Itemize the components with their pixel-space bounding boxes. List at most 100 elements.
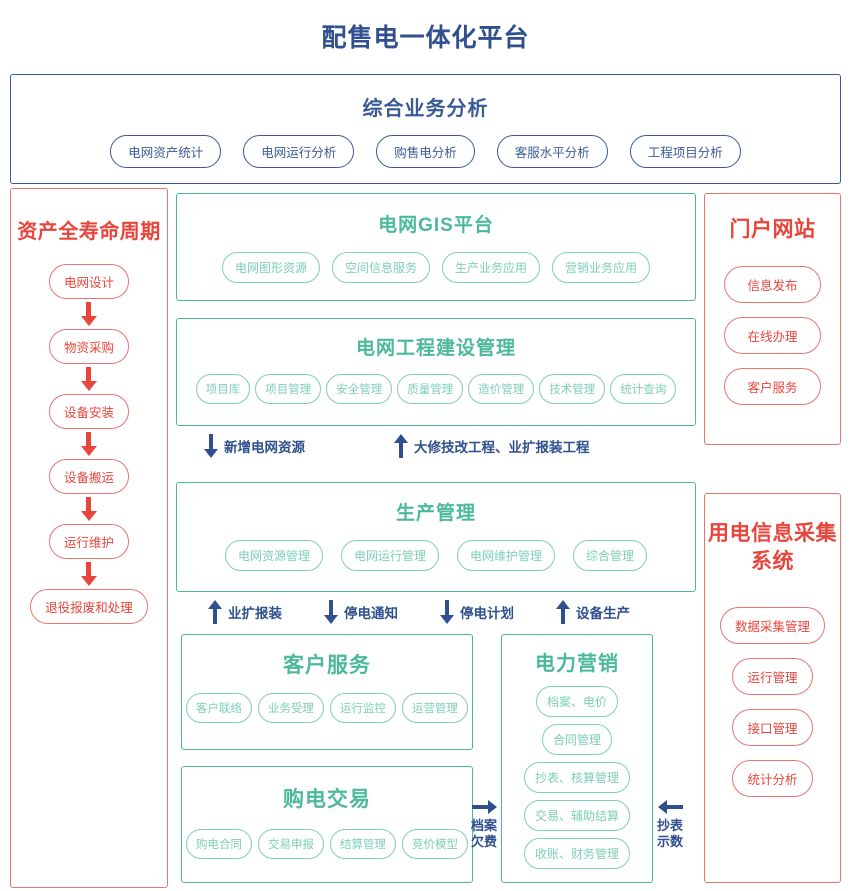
right-column: 门户网站 信息发布 在线办理 客户服务 用电信息采集系统 数据采集管理 运行管理… (704, 188, 841, 888)
flow-arrow-overhaul-project: 大修技改工程、业扩报装工程 (394, 434, 590, 458)
construction-pill[interactable]: 项目库 (195, 374, 251, 404)
power-purchase-pill[interactable]: 交易申报 (258, 829, 324, 859)
production-management-panel: 生产管理 电网资源管理 电网运行管理 电网维护管理 综合管理 (176, 482, 696, 592)
lifecycle-step[interactable]: 设备搬运 (48, 459, 129, 494)
gis-pill-row: 电网图形资源 空间信息服务 生产业务应用 营销业务应用 (221, 252, 651, 283)
gis-pill[interactable]: 生产业务应用 (442, 252, 541, 283)
analysis-pill[interactable]: 购售电分析 (376, 135, 475, 168)
collection-pill[interactable]: 统计分析 (732, 759, 813, 797)
construction-pill[interactable]: 技术管理 (539, 374, 606, 404)
power-marketing-pill[interactable]: 档案、电价 (535, 686, 618, 717)
construction-pill[interactable]: 安全管理 (326, 374, 393, 404)
flow-arrow-archive-arrears: 档案 欠费 (471, 800, 497, 851)
lifecycle-step[interactable]: 运行维护 (48, 524, 129, 559)
asset-lifecycle-heading: 资产全寿命周期 (17, 221, 161, 243)
construction-pill[interactable]: 质量管理 (397, 374, 464, 404)
flow-arrow-label: 停电计划 (460, 606, 514, 621)
arrow-down-icon (324, 600, 338, 624)
production-pill[interactable]: 电网资源管理 (224, 540, 323, 571)
gis-platform-panel: 电网GIS平台 电网图形资源 空间信息服务 生产业务应用 营销业务应用 (176, 193, 696, 301)
flow-arrow-business-expansion: 业扩报装 (208, 600, 282, 624)
construction-management-title: 电网工程建设管理 (355, 338, 516, 359)
arrow-up-icon (394, 434, 408, 458)
production-management-title: 生产管理 (395, 503, 476, 524)
lifecycle-step[interactable]: 电网设计 (48, 264, 129, 299)
customer-service-title: 客户服务 (283, 654, 371, 677)
flow-arrow-label: 新增电网资源 (224, 440, 305, 455)
analysis-pill[interactable]: 工程项目分析 (629, 135, 741, 168)
lifecycle-step[interactable]: 退役报废和处理 (30, 589, 148, 624)
gis-platform-title: 电网GIS平台 (378, 215, 494, 236)
analysis-pill[interactable]: 电网资产统计 (110, 135, 222, 168)
flow-arrow-label: 停电通知 (344, 606, 398, 621)
construction-management-panel: 电网工程建设管理 项目库 项目管理 安全管理 质量管理 造价管理 技术管理 统计… (176, 318, 696, 426)
middle-column: 电网GIS平台 电网图形资源 空间信息服务 生产业务应用 营销业务应用 电网工程… (176, 188, 696, 888)
portal-pill[interactable]: 信息发布 (724, 266, 821, 304)
analysis-panel-title: 综合业务分析 (362, 98, 489, 120)
power-purchase-pill[interactable]: 结算管理 (330, 829, 396, 859)
portal-pill-list: 信息发布 在线办理 客户服务 (724, 266, 821, 406)
lifecycle-step[interactable]: 物资采购 (48, 329, 129, 364)
construction-pill[interactable]: 造价管理 (468, 374, 535, 404)
gis-pill[interactable]: 电网图形资源 (221, 252, 320, 283)
arrow-down-icon (80, 432, 97, 456)
power-purchase-pill[interactable]: 竞价模型 (402, 829, 468, 859)
flow-arrow-meter-reading: 抄表 示数 (657, 800, 683, 851)
flow-arrow-label: 设备生产 (576, 606, 630, 621)
power-info-collection-heading: 用电信息采集系统 (708, 522, 837, 574)
collection-pill[interactable]: 接口管理 (732, 708, 813, 746)
power-info-collection-panel: 用电信息采集系统 数据采集管理 运行管理 接口管理 统计分析 (704, 493, 841, 883)
power-marketing-pill[interactable]: 收账、财务管理 (523, 838, 630, 869)
production-pill[interactable]: 电网运行管理 (340, 540, 439, 571)
flow-arrow-outage-notice: 停电通知 (324, 600, 398, 624)
power-marketing-pill[interactable]: 交易、辅助结算 (523, 800, 630, 831)
analysis-pill[interactable]: 客服水平分析 (496, 135, 608, 168)
collection-pill[interactable]: 运行管理 (732, 657, 813, 695)
arrow-down-icon (80, 367, 97, 391)
gis-pill[interactable]: 营销业务应用 (552, 252, 651, 283)
arrow-up-icon (556, 600, 570, 624)
power-marketing-panel: 电力营销 档案、电价 合同管理 抄表、核算管理 交易、辅助结算 收账、财务管理 (501, 634, 653, 883)
arrow-down-icon (80, 562, 97, 586)
customer-service-pill-row: 客户联络 业务受理 运行监控 运营管理 (186, 693, 468, 723)
power-marketing-pill[interactable]: 合同管理 (541, 724, 612, 755)
production-pill-row: 电网资源管理 电网运行管理 电网维护管理 综合管理 (224, 540, 648, 571)
flow-arrow-label: 档案 欠费 (471, 818, 498, 850)
arrow-down-icon (440, 600, 454, 624)
production-pill[interactable]: 电网维护管理 (457, 540, 556, 571)
construction-pill-row: 项目库 项目管理 安全管理 质量管理 造价管理 技术管理 统计查询 (195, 374, 677, 404)
diagram-body: 资产全寿命周期 电网设计 物资采购 设备安装 设备搬运 运行维护 退役报废和处理… (0, 188, 851, 888)
power-purchase-pill[interactable]: 购电合同 (186, 829, 252, 859)
production-pill[interactable]: 综合管理 (573, 540, 648, 571)
collection-pill-list: 数据采集管理 运行管理 接口管理 统计分析 (719, 606, 825, 797)
lifecycle-step[interactable]: 设备安装 (48, 394, 129, 429)
lifecycle-flow: 电网设计 物资采购 设备安装 设备搬运 运行维护 退役报废和处理 (30, 264, 148, 624)
flow-arrow-label: 大修技改工程、业扩报装工程 (414, 440, 590, 455)
construction-pill[interactable]: 统计查询 (610, 374, 677, 404)
construction-pill[interactable]: 项目管理 (255, 374, 322, 404)
asset-lifecycle-panel: 资产全寿命周期 电网设计 物资采购 设备安装 设备搬运 运行维护 退役报废和处理 (10, 188, 168, 888)
analysis-pill[interactable]: 电网运行分析 (243, 135, 355, 168)
customer-service-pill[interactable]: 客户联络 (186, 693, 252, 723)
portal-pill[interactable]: 客户服务 (724, 368, 821, 406)
power-purchase-panel: 购电交易 购电合同 交易申报 结算管理 竞价模型 (181, 766, 473, 883)
power-marketing-title: 电力营销 (535, 653, 619, 675)
gis-pill[interactable]: 空间信息服务 (331, 252, 430, 283)
flow-arrow-label: 业扩报装 (228, 606, 282, 621)
arrow-down-icon (204, 434, 218, 458)
portal-website-panel: 门户网站 信息发布 在线办理 客户服务 (704, 193, 841, 445)
arrow-left-icon (657, 800, 683, 814)
arrow-up-icon (208, 600, 222, 624)
power-purchase-pill-row: 购电合同 交易申报 结算管理 竞价模型 (186, 829, 468, 859)
customer-service-pill[interactable]: 业务受理 (258, 693, 324, 723)
customer-service-pill[interactable]: 运营管理 (402, 693, 468, 723)
page-title: 配售电一体化平台 (321, 24, 530, 52)
customer-service-panel: 客户服务 客户联络 业务受理 运行监控 运营管理 (181, 634, 473, 750)
power-marketing-pill[interactable]: 抄表、核算管理 (523, 762, 630, 793)
analysis-pill-row: 电网资产统计 电网运行分析 购售电分析 客服水平分析 工程项目分析 (110, 135, 741, 168)
collection-pill[interactable]: 数据采集管理 (719, 606, 825, 644)
customer-service-pill[interactable]: 运行监控 (330, 693, 396, 723)
flow-arrow-equipment-production: 设备生产 (556, 600, 630, 624)
portal-website-heading: 门户网站 (729, 218, 816, 241)
portal-pill[interactable]: 在线办理 (724, 317, 821, 355)
